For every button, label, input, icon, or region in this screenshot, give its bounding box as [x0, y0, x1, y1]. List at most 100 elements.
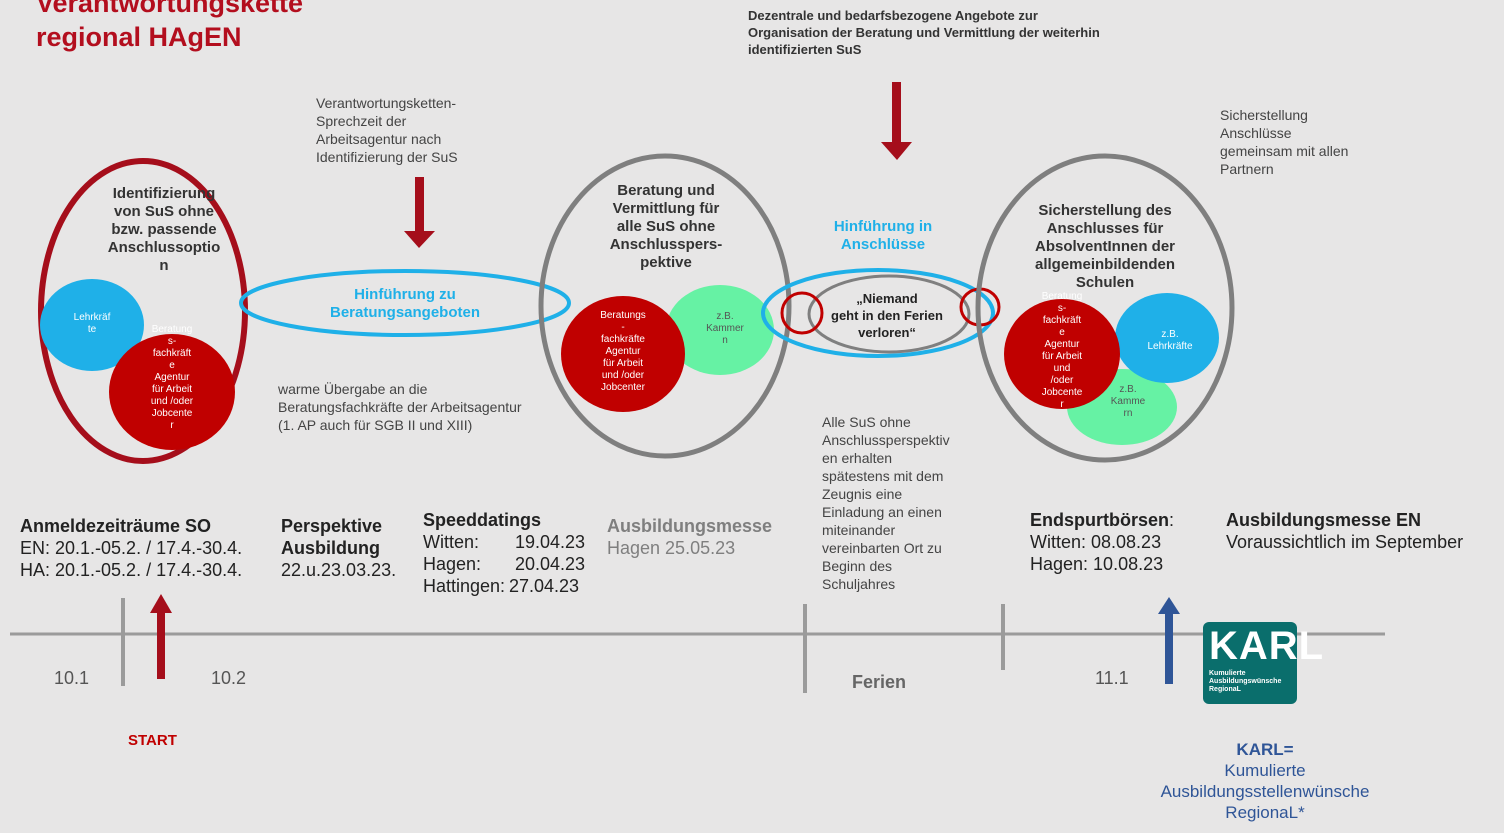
- text-line: e: [169, 360, 175, 371]
- text-line: gemeinsam mit allen: [1220, 143, 1349, 159]
- text-line: verloren“: [858, 325, 916, 340]
- lehrkraefte-label: z.B. Lehrkräfte: [1138, 329, 1202, 353]
- beratung-bubble: [561, 296, 685, 412]
- logo-subtext: Kumulierte Ausbildungswünsche RegionaL: [1209, 670, 1281, 694]
- event-ausbildungsmesse: Ausbildungsmesse Hagen 25.05.23: [607, 515, 772, 559]
- start-label: START: [128, 732, 177, 749]
- text-line: „Niemand: [856, 291, 918, 306]
- niemand-label: „Niemand geht in den Ferien verloren“: [812, 290, 962, 341]
- alle-sus-text: Alle SuS ohne Anschlussperspektiv en erh…: [822, 413, 950, 593]
- event-city: Witten:: [423, 532, 480, 552]
- event-date: 19.04.23: [515, 532, 586, 552]
- event-title: Ausbildung: [281, 538, 380, 558]
- connector-ring: [780, 291, 824, 335]
- beratung-label: Beratung s- fachkräft e Agentur für Arbe…: [1032, 291, 1092, 411]
- event-title: Endspurtbörsen: [1030, 510, 1170, 530]
- text-line: fachkräft: [1042, 315, 1082, 326]
- event-date: 27.04.23: [509, 576, 580, 596]
- text-line: z.B.: [1161, 329, 1179, 340]
- event-row: Hagen: 20.04.23: [423, 553, 585, 575]
- text-line: Sicherstellung: [1220, 107, 1308, 123]
- text-line: Einladung an einen: [822, 504, 942, 520]
- text-line: en erhalten: [822, 450, 893, 466]
- text-line: Beratungsfachkräfte der Arbeitsagentur: [278, 399, 522, 415]
- event-title: Perspektive: [281, 516, 383, 536]
- event-row: Hattingen: 27.04.23: [423, 575, 585, 597]
- text-line: Jobcente: [151, 408, 193, 419]
- start-arrow-icon: [150, 594, 172, 679]
- text-line: Beginn des: [822, 558, 893, 574]
- text-line: Beratung: [1041, 291, 1083, 302]
- down-arrow-icon: [404, 177, 435, 248]
- text-line: (1. AP auch für SGB II und XIII): [278, 417, 473, 433]
- event-row: Witten: 19.04.23: [423, 531, 585, 553]
- definition-line: RegionaL*: [1225, 803, 1305, 822]
- text-line: Anschlussperspektiv: [822, 432, 950, 448]
- hinfuehrung-anschluesse-label: Hinführung in Anschlüsse: [818, 218, 948, 254]
- hinfuehrung-label: Hinführung zu Beratungsangeboten: [305, 286, 505, 322]
- beratung-label: Beratungs - fachkräfte Agentur für Arbei…: [591, 310, 655, 394]
- text-line: e: [1059, 327, 1065, 338]
- text-line: -: [621, 322, 625, 333]
- text-line: Beratungs: [600, 310, 646, 321]
- text-line: /oder: [1050, 375, 1074, 386]
- text-line: geht in den Ferien: [831, 308, 943, 323]
- event-date: 20.04.23: [515, 554, 586, 574]
- text-line: für Arbeit: [1041, 351, 1083, 362]
- text-line: von SuS ohne: [113, 203, 214, 220]
- text-line: Anschlüsse: [840, 236, 926, 253]
- event-line: Hagen: 10.08.23: [1030, 554, 1164, 574]
- title-line: regional HAgEN: [36, 22, 242, 52]
- text-line: s-: [1057, 303, 1067, 314]
- text-line: Agentur: [605, 346, 641, 357]
- event-title: Ausbildungsmesse EN: [1226, 510, 1422, 530]
- text-line: vereinbarten Ort zu: [822, 540, 942, 556]
- timeline-label: 11.1: [1095, 668, 1129, 688]
- text-line: und /oder: [601, 370, 645, 381]
- text-line: Lehrkräf: [73, 312, 111, 323]
- anschluesse-oval: [761, 268, 995, 358]
- event-endspurt: Endspurtbörsen: Witten: 08.08.23 Hagen: …: [1030, 509, 1174, 575]
- sicherstellung-circle: [975, 153, 1235, 463]
- timeline-label: 10.2: [211, 668, 247, 688]
- lehrkraefte-label: Lehrkräf te: [62, 312, 122, 336]
- text-line: identifizierten SuS: [748, 42, 862, 57]
- text-line: Beratung und: [617, 182, 715, 199]
- text-line: Jobcente: [1041, 387, 1083, 398]
- logo-line: RegionaL: [1209, 686, 1241, 693]
- text-line: Anschlusspers-: [609, 236, 723, 253]
- text-line: Organisation der Beratung und Vermittlun…: [748, 25, 1100, 40]
- text-line: Arbeitsagentur nach: [316, 131, 442, 147]
- top-center-text: Dezentrale und bedarfsbezogene Angebote …: [748, 7, 1100, 58]
- definition-line: Ausbildungsstellenwünsche: [1160, 782, 1370, 801]
- karl-logo: KARL Kumulierte Ausbildungswünsche Regio…: [1203, 622, 1323, 704]
- lehrkraefte-bubble: [1115, 293, 1219, 383]
- sprechzeit-text: Verantwortungsketten- Sprechzeit der Arb…: [316, 94, 458, 166]
- text-line: z.B.: [716, 311, 734, 322]
- definition-line: Kumulierte: [1224, 761, 1306, 780]
- text-line: spätestens mit dem: [822, 468, 944, 484]
- karl-definition: KARL= Kumulierte Ausbildungsstellenwünsc…: [1130, 739, 1400, 823]
- text-line: Verantwortungsketten-: [316, 95, 457, 111]
- text-line: AbsolventInnen der: [1034, 238, 1176, 255]
- logo-text: KARL: [1209, 624, 1325, 668]
- event-line: Witten: 08.08.23: [1030, 532, 1162, 552]
- event-line: HA: 20.1.-05.2. / 17.4.-30.4.: [20, 560, 243, 580]
- lehrkraefte-bubble: [40, 279, 144, 371]
- text-line: Kamme: [1110, 396, 1146, 407]
- logo-line: Ausbildungswünsche: [1209, 678, 1282, 685]
- identification-label: Identifizierung von SuS ohne bzw. passen…: [84, 185, 244, 275]
- text-line: und: [1053, 363, 1071, 374]
- page-title: Verantwortungskette regional HAgEN: [36, 0, 303, 54]
- text-line: Zeugnis eine: [822, 486, 903, 502]
- text-line: Alle SuS ohne: [822, 414, 911, 430]
- kammer-bubble: [666, 285, 774, 375]
- text-line: Dezentrale und bedarfsbezogene Angebote …: [748, 8, 1038, 23]
- kammern-label: z.B. Kamme rn: [1100, 384, 1156, 420]
- beratung-bubble: [109, 334, 235, 450]
- hinfuehrung-oval: [239, 269, 571, 337]
- event-speeddatings: Speeddatings Witten: 19.04.23 Hagen: 20.…: [423, 509, 585, 597]
- logo-line: Kumulierte: [1209, 670, 1246, 677]
- text-line: miteinander: [822, 522, 896, 538]
- sicherstellung-text: Sicherstellung Anschlüsse gemeinsam mit …: [1220, 106, 1348, 178]
